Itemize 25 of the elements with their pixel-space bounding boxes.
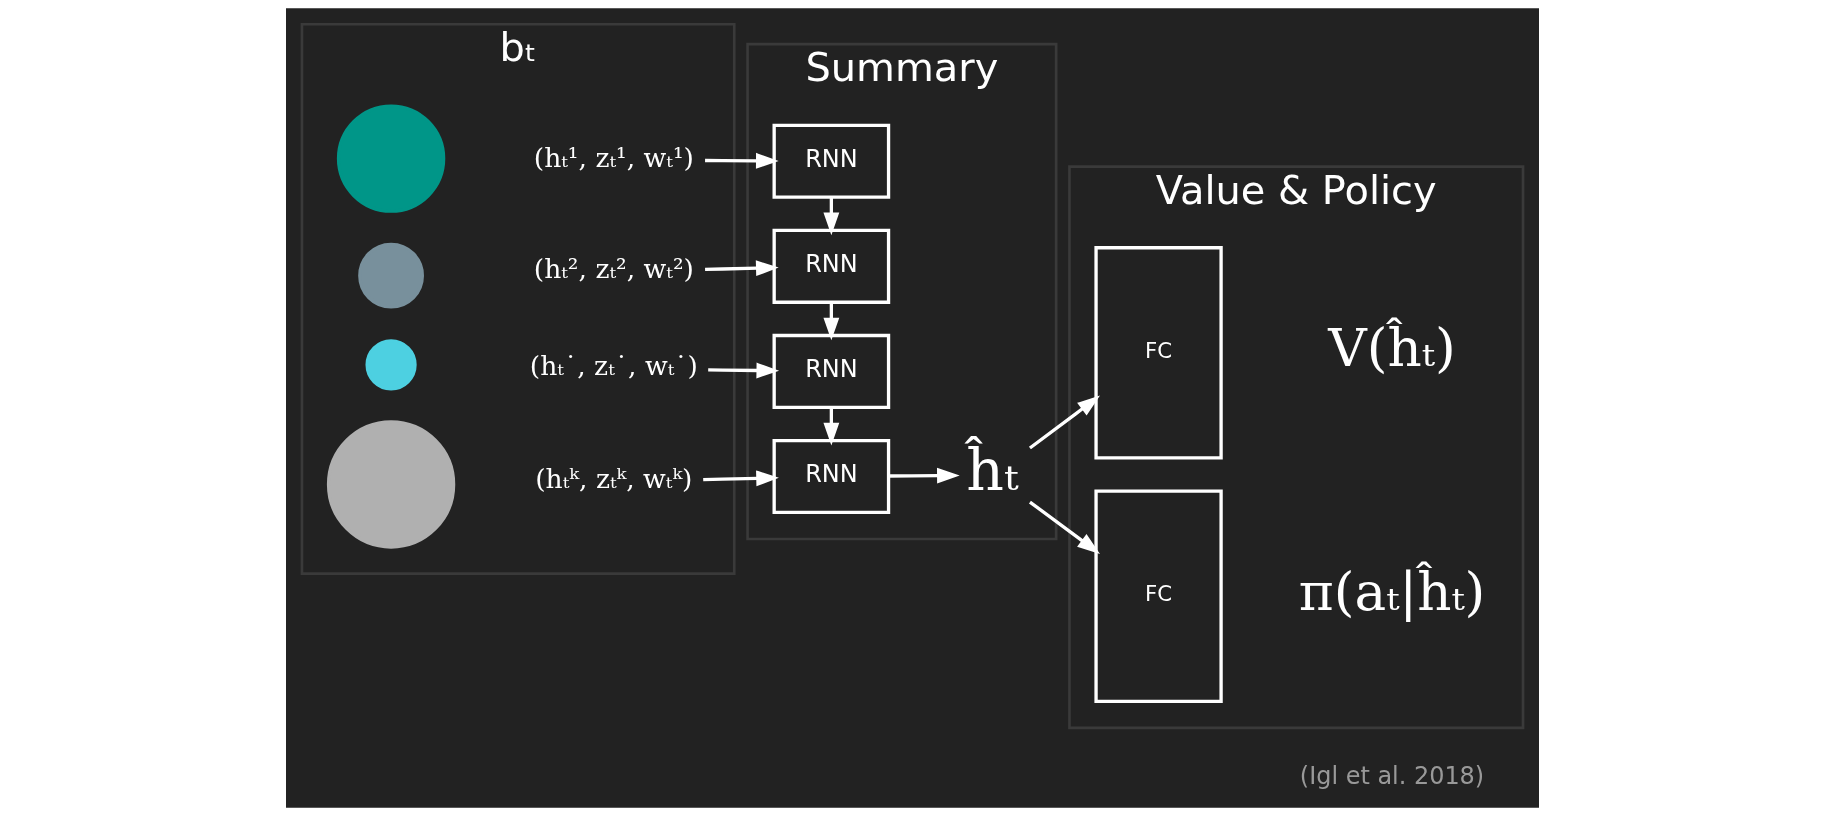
node-box: FC [1094, 489, 1223, 703]
node-text: (hₜᵏ, zₜᵏ, wₜᵏ) [535, 463, 693, 495]
node-box: FC [1094, 246, 1223, 460]
node-circle [326, 420, 456, 549]
arrow [708, 362, 780, 379]
node-label: V(ĥₜ) [1328, 317, 1456, 380]
arrow [703, 470, 779, 487]
label: (Igl et al. 2018) [1299, 762, 1485, 791]
node-box: RNN [772, 333, 891, 409]
node-text: (hₜ¹, zₜ¹, wₜ¹) [533, 141, 694, 173]
arrow [888, 467, 960, 484]
node-circle [336, 104, 446, 213]
node-circle [358, 242, 424, 309]
arrow [705, 260, 779, 277]
node-text: (hₜ², zₜ², wₜ²) [533, 253, 694, 285]
arrow [1028, 500, 1101, 554]
node-box: RNN [772, 228, 891, 304]
node-label: π(aₜ|ĥₜ) [1298, 560, 1486, 623]
node-box: RNN [772, 123, 891, 199]
node-text: (hₜ˙, zₜ˙, wₜ˙) [529, 350, 698, 382]
node-text: ĥₜ [966, 436, 1019, 505]
node-circle [365, 339, 417, 391]
node-box: RNN [772, 438, 891, 515]
arrow [1028, 395, 1100, 450]
arrow [705, 152, 779, 169]
